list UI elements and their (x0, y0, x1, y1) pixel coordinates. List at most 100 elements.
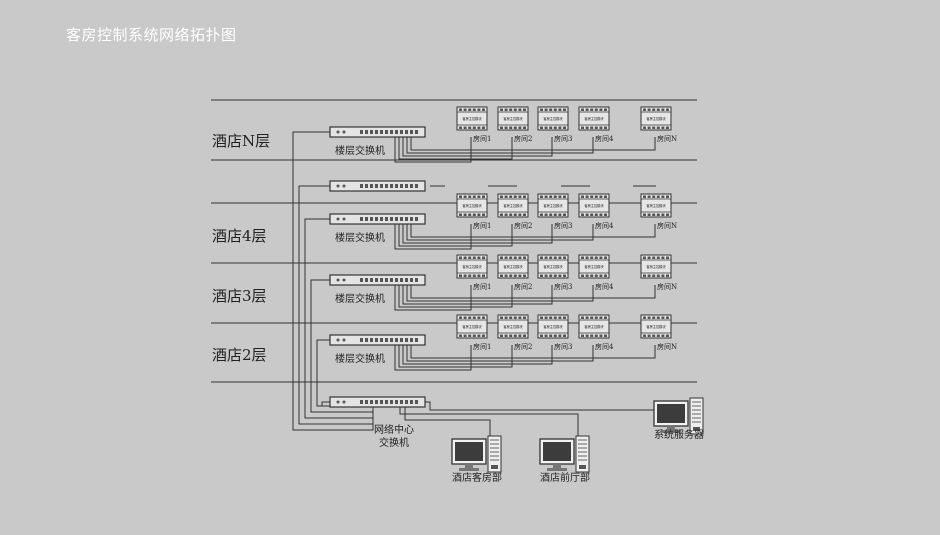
switch-port (400, 338, 403, 342)
controller-terminal (604, 274, 607, 277)
switch-port (395, 184, 398, 188)
room-controller: 客房主控模块 (640, 193, 672, 218)
switch-port (405, 184, 408, 188)
switch-port (375, 400, 378, 404)
controller-terminal (652, 316, 656, 319)
room-label: 房间2 (514, 282, 532, 291)
core-switch (329, 396, 426, 408)
controller-terminal (540, 108, 543, 111)
controller-terminal (590, 316, 594, 319)
controller-terminal (544, 316, 548, 319)
controller-terminal (661, 126, 665, 129)
controller-terminal (581, 213, 584, 216)
room-cable (402, 345, 553, 365)
controller-terminal (581, 256, 584, 259)
room-controller: 客房主控模块 (456, 193, 488, 218)
controller-terminal (661, 334, 665, 337)
switch-led (342, 338, 346, 342)
switch-port (415, 130, 418, 134)
controller-terminal (585, 256, 589, 259)
controller-terminal (482, 108, 485, 111)
tower-button (491, 465, 498, 469)
controller-label: 客房主控模块 (503, 203, 523, 208)
controller-terminal (590, 195, 594, 198)
switch-port (380, 217, 383, 221)
network-nodes: 酒店N层楼层交换机客房主控模块房间1客房主控模块房间2客房主控模块房间3客房主控… (212, 106, 704, 484)
controller-terminal (459, 195, 462, 198)
controller-terminal (500, 256, 503, 259)
room-cable (402, 137, 553, 157)
controller-body (578, 193, 610, 218)
room-controller: 客房主控模块 (497, 254, 529, 279)
controller-terminal (553, 108, 557, 111)
controller-terminal (544, 274, 548, 277)
controller-terminal (504, 334, 508, 337)
controller-terminal (604, 126, 607, 129)
controller-terminal (643, 256, 646, 259)
controller-terminal (513, 195, 517, 198)
controller-terminal (472, 334, 476, 337)
switch-port (370, 400, 373, 404)
floor-switch-label: 楼层交换机 (335, 292, 385, 305)
controller-terminal (477, 316, 481, 319)
controller-terminal (647, 274, 651, 277)
controller-label: 客房主控模块 (543, 203, 563, 208)
controller-terminal (661, 195, 665, 198)
switch-ports (360, 130, 418, 134)
controller-terminal (472, 316, 476, 319)
core-link (321, 401, 330, 406)
room-label: 房间1 (473, 282, 491, 291)
room-label: 房间3 (554, 342, 572, 351)
room-cable (398, 345, 513, 368)
controller-terminal (472, 213, 476, 216)
switch-port (385, 400, 388, 404)
controller-terminal (661, 108, 665, 111)
room-cable (398, 285, 513, 308)
controller-terminal (468, 195, 472, 198)
controller-terminal (509, 316, 513, 319)
controller-terminal (463, 274, 467, 277)
controller-terminal (652, 213, 656, 216)
switch-port (370, 338, 373, 342)
room-cable (410, 285, 656, 299)
pc-tower (575, 435, 590, 473)
room-cable (410, 224, 656, 238)
controller-terminal (504, 195, 508, 198)
switch-port (395, 217, 398, 221)
room-controller: 客房主控模块 (578, 314, 610, 339)
controller-terminal (459, 256, 462, 259)
controller-terminal (482, 213, 485, 216)
switch-port (390, 338, 393, 342)
controller-terminal (549, 126, 553, 129)
switch-port (415, 217, 418, 221)
controller-body (497, 106, 529, 131)
controller-terminal (563, 274, 566, 277)
controller-terminal (500, 195, 503, 198)
page-title: 客房控制系统网络拓扑图 (66, 26, 237, 44)
controller-terminal (661, 274, 665, 277)
controller-terminal (500, 334, 503, 337)
controller-terminal (504, 108, 508, 111)
switch-port (360, 278, 363, 282)
controller-terminal (666, 274, 669, 277)
controller-terminal (599, 213, 603, 216)
controller-terminal (513, 108, 517, 111)
controller-body (537, 106, 569, 131)
controller-terminal (563, 126, 566, 129)
switch-port (415, 278, 418, 282)
controller-terminal (513, 274, 517, 277)
controller-terminal (513, 316, 517, 319)
controller-terminal (482, 256, 485, 259)
room-label: 房间N (657, 342, 677, 351)
switch-port (380, 184, 383, 188)
monitor-neck (553, 464, 561, 468)
controller-label: 客房主控模块 (584, 116, 604, 121)
monitor-neck (465, 464, 473, 468)
riser-line (310, 279, 374, 413)
controller-terminal (504, 213, 508, 216)
room-label: 房间1 (473, 342, 491, 351)
switch-port (410, 184, 413, 188)
computer-housekeeping (451, 435, 502, 473)
switch-port (365, 338, 368, 342)
controller-terminal (553, 126, 557, 129)
